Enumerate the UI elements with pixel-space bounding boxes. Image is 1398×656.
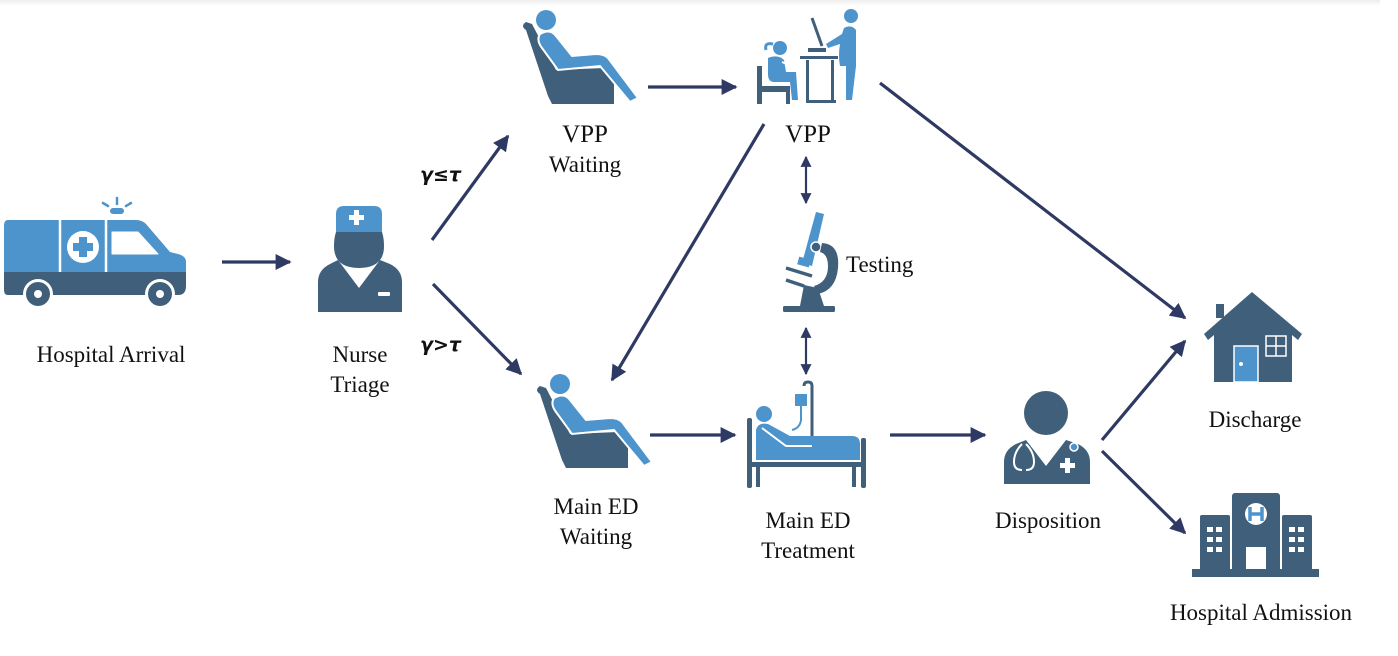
- label-main-treatment-line1: Main ED: [765, 508, 851, 533]
- arrow-disposition-to-discharge: [1100, 339, 1187, 442]
- label-main-waiting-line1: Main ED: [553, 494, 639, 519]
- label-main-ed-waiting: Main ED Waiting: [534, 492, 658, 552]
- nurse-icon: [318, 206, 402, 312]
- label-vpp-waiting-line2: Waiting: [548, 152, 622, 177]
- condition-gamma-le-tau: γ≤τ: [420, 164, 461, 186]
- condition-gamma-gt-tau: γ>τ: [420, 334, 461, 356]
- arrow-vpp-to-main-waiting: [610, 123, 766, 382]
- label-nurse-triage: Nurse Triage: [310, 340, 410, 400]
- label-testing: Testing: [846, 252, 914, 277]
- arrow-disposition-to-admission: [1100, 449, 1187, 535]
- arrow-vpp-to-discharge: [879, 81, 1187, 320]
- label-main-treatment-line2: Treatment: [761, 538, 855, 563]
- ambulance-icon: [4, 196, 186, 309]
- arrow-triage-to-vpp-waiting: [430, 134, 510, 241]
- label-main-waiting-line2: Waiting: [559, 524, 633, 549]
- label-vpp: VPP: [785, 121, 831, 148]
- microscope-icon: [783, 212, 839, 312]
- doctor-icon: [1004, 391, 1090, 484]
- label-vpp-waiting-line1: VPP: [562, 121, 608, 148]
- label-vpp-waiting: VPP Waiting: [530, 120, 640, 180]
- label-discharge: Discharge: [1208, 407, 1302, 432]
- house-icon: [1204, 292, 1302, 383]
- recliner-patient-icon-vpp: [523, 10, 640, 104]
- label-hospital-admission: Hospital Admission: [1169, 600, 1353, 625]
- label-nurse-triage-line1: Nurse: [332, 342, 388, 367]
- hospital-bed-icon: [747, 380, 866, 488]
- hospital-building-icon: [1192, 493, 1319, 577]
- recliner-patient-icon-main: [537, 374, 654, 468]
- label-disposition: Disposition: [994, 508, 1102, 533]
- label-main-ed-treatment: Main ED Treatment: [746, 506, 870, 566]
- top-edge-shadow: [0, 0, 1380, 6]
- virtual-care-desk-icon: [757, 9, 858, 104]
- arrow-triage-to-main-waiting: [431, 282, 523, 376]
- label-hospital-arrival: Hospital Arrival: [36, 342, 186, 367]
- label-nurse-triage-line2: Triage: [330, 372, 390, 397]
